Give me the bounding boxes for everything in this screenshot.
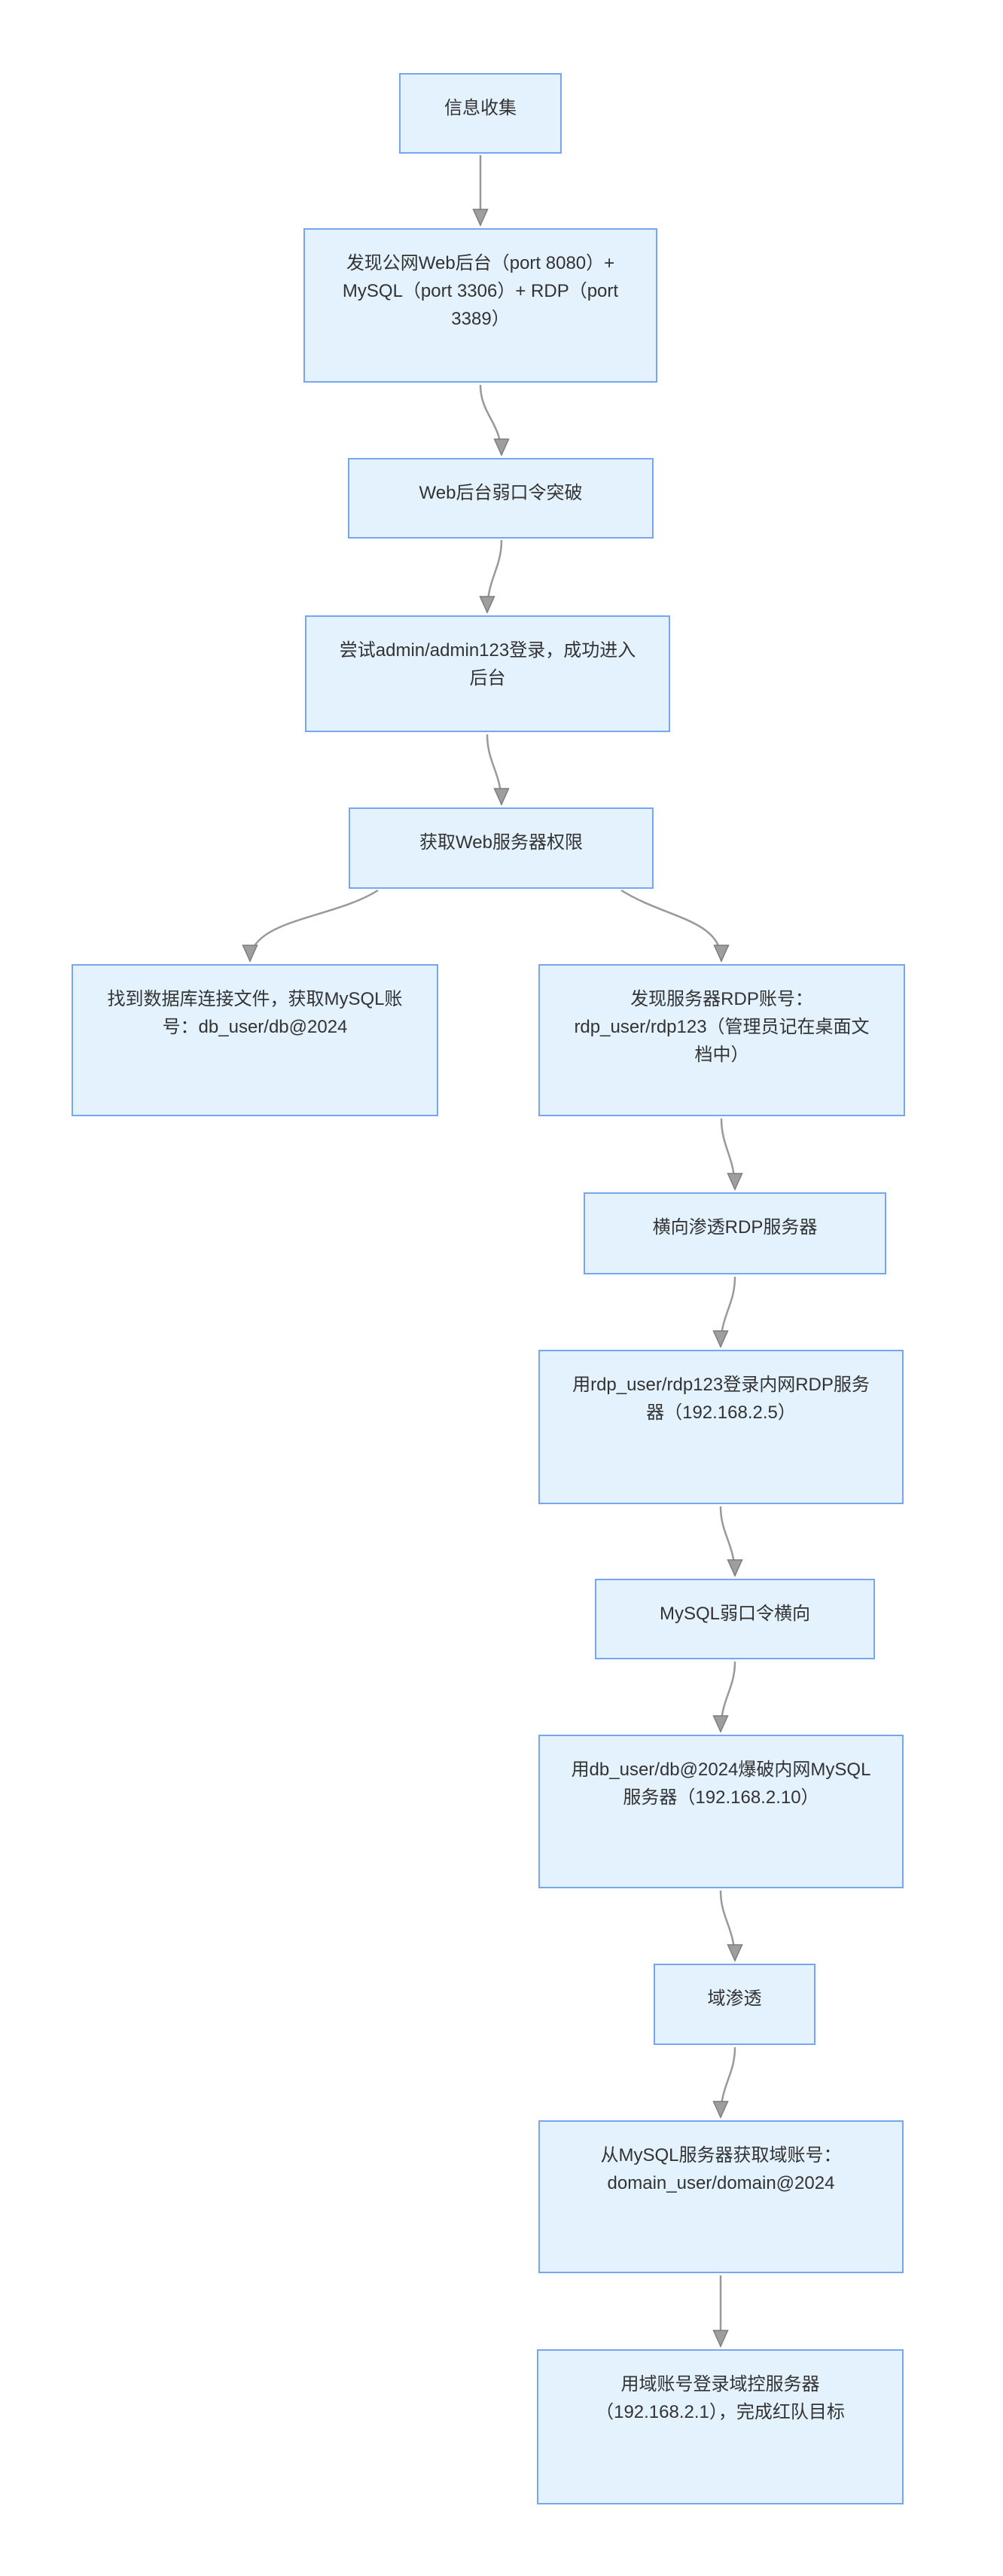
flow-node-domain-account: 从MySQL服务器获取域账号： domain_user/domain@2024 xyxy=(538,2120,904,2273)
flow-edge-7 xyxy=(720,1118,743,1191)
flow-node-web-weak-password: Web后台弱口令突破 xyxy=(348,458,654,539)
node-label: 域渗透 xyxy=(707,1988,762,2009)
flow-node-domain-penetration: 域渗透 xyxy=(654,1964,816,2045)
flow-edge-3 xyxy=(479,539,503,614)
flow-edge-5 xyxy=(242,889,379,963)
node-label: 用域账号登录域控服务器 （192.168.2.1），完成红队目标 xyxy=(596,2374,845,2422)
node-label: 找到数据库连接文件，获取MySQL账 号：db_user/db@2024 xyxy=(107,989,403,1037)
node-label: 用db_user/db@2024爆破内网MySQL 服务器（192.168.2.… xyxy=(571,1760,871,1808)
flow-node-lateral-rdp: 横向渗透RDP服务器 xyxy=(584,1192,886,1274)
flow-edge-4 xyxy=(486,734,510,806)
flow-node-web-server-access: 获取Web服务器权限 xyxy=(349,807,654,889)
flow-node-discover-services: 发现公网Web后台（port 8080）+ MySQL（port 3306）+ … xyxy=(303,228,657,383)
flow-node-mysql-bruteforce: 用db_user/db@2024爆破内网MySQL 服务器（192.168.2.… xyxy=(538,1735,904,1888)
node-label: Web后台弱口令突破 xyxy=(419,483,583,503)
flow-edge-11 xyxy=(719,1890,743,1962)
node-label: 用rdp_user/rdp123登录内网RDP服务 器（192.168.2.5） xyxy=(572,1375,870,1423)
flow-edge-2 xyxy=(479,384,510,456)
node-label: 尝试admin/admin123登录，成功进入 后台 xyxy=(339,640,636,688)
flow-edge-6 xyxy=(620,889,730,963)
flow-node-admin-login: 尝试admin/admin123登录，成功进入 后台 xyxy=(305,615,670,732)
flow-edge-12 xyxy=(712,2046,736,2119)
flow-edge-8 xyxy=(712,1276,736,1348)
node-label: 从MySQL服务器获取域账号： domain_user/domain@2024 xyxy=(600,2145,842,2193)
flow-node-rdp-credentials: 发现服务器RDP账号： rdp_user/rdp123（管理员记在桌面文 档中） xyxy=(538,964,905,1116)
node-label: MySQL弱口令横向 xyxy=(659,1604,810,1624)
flow-node-rdp-login-internal: 用rdp_user/rdp123登录内网RDP服务 器（192.168.2.5） xyxy=(538,1350,904,1504)
flow-edge-10 xyxy=(712,1661,736,1733)
flow-node-info-collection: 信息收集 xyxy=(399,73,562,154)
flow-edge-9 xyxy=(719,1506,743,1577)
node-label: 信息收集 xyxy=(444,98,517,118)
node-label: 横向渗透RDP服务器 xyxy=(652,1217,818,1238)
node-label: 获取Web服务器权限 xyxy=(419,832,583,853)
flow-node-mysql-weak-lateral: MySQL弱口令横向 xyxy=(595,1579,875,1659)
flow-node-db-credentials: 找到数据库连接文件，获取MySQL账 号：db_user/db@2024 xyxy=(72,964,438,1116)
flow-node-dc-login-goal: 用域账号登录域控服务器 （192.168.2.1），完成红队目标 xyxy=(537,2349,904,2504)
node-label: 发现服务器RDP账号： rdp_user/rdp123（管理员记在桌面文 档中） xyxy=(574,989,870,1065)
node-label: 发现公网Web后台（port 8080）+ MySQL（port 3306）+ … xyxy=(342,253,619,329)
